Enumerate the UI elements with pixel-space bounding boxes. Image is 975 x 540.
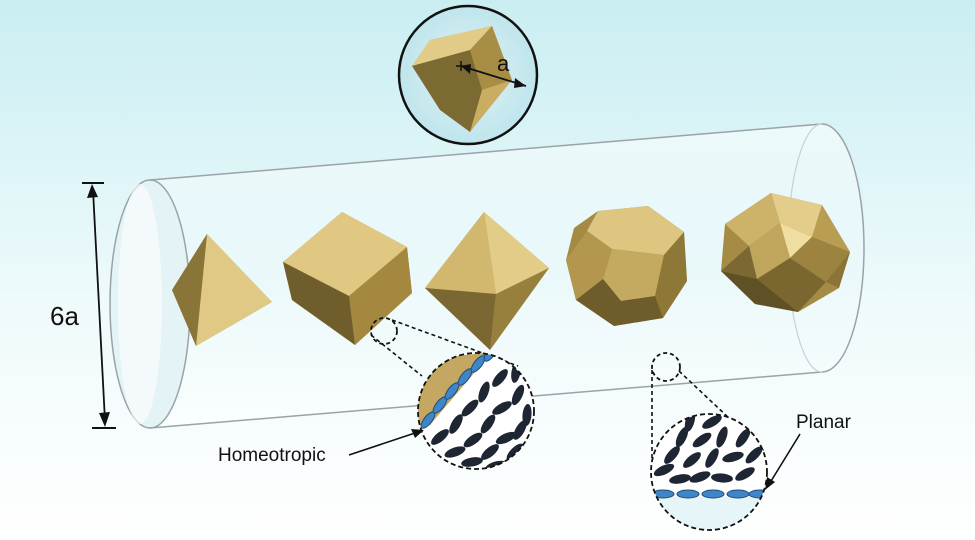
cube-zoom-inset: a	[397, 4, 539, 146]
edge-length-label: a	[497, 51, 510, 76]
homeotropic-callout: Homeotropic	[218, 429, 424, 466]
dodecahedron-icon	[566, 206, 687, 326]
octahedron-icon	[425, 212, 549, 350]
edge-length-arrow	[456, 61, 527, 88]
tetrahedron-icon	[172, 234, 272, 346]
planar-callout: Planar	[765, 412, 852, 490]
homeotropic-zoom	[370, 317, 535, 470]
diameter-label: 6a	[50, 301, 79, 331]
homeotropic-label: Homeotropic	[218, 445, 326, 466]
cube-icon	[283, 212, 412, 345]
icosahedron-icon	[721, 193, 850, 312]
diameter-dimension: 6a	[50, 182, 116, 429]
cube-icon	[412, 26, 512, 132]
planar-label: Planar	[796, 412, 852, 433]
